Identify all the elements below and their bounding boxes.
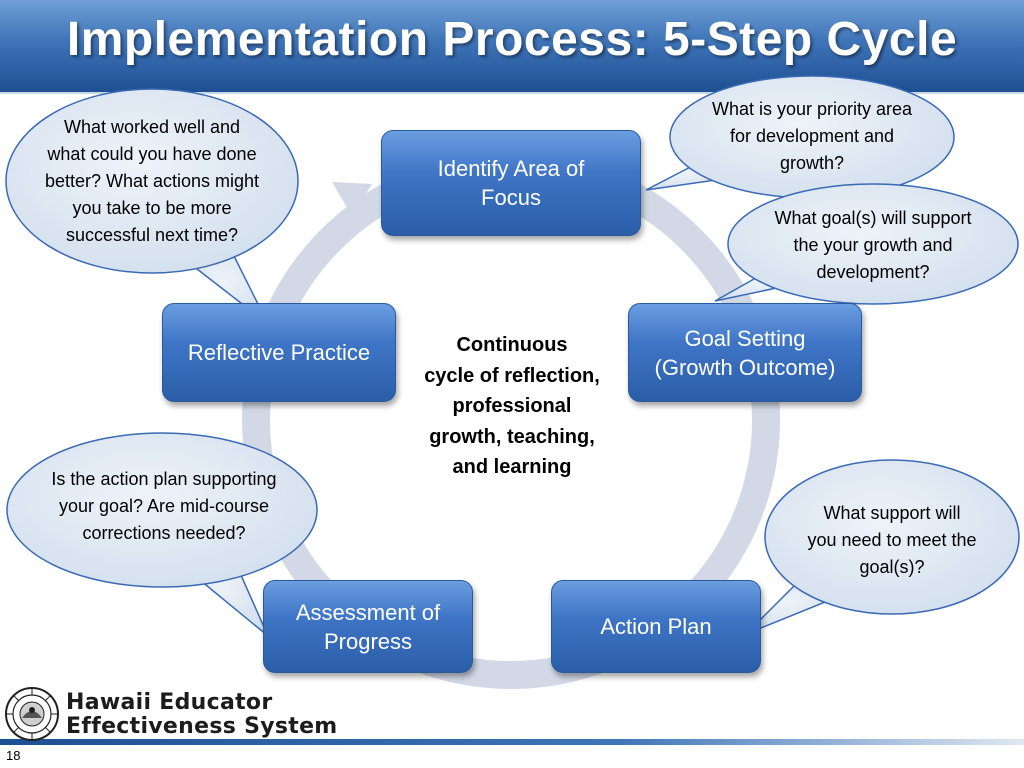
bubble-line: Is the action plan supporting [51,469,277,489]
bubble-goals [714,183,1019,305]
center-caption: Continuous cycle of reflection, professi… [405,330,619,483]
bubble-line: What worked well and [63,117,241,137]
footer-bar [0,739,1024,745]
bubble-line: the your growth and [793,235,953,255]
step-label: Progress [323,628,413,654]
center-line: growth, teaching, [429,425,595,448]
bubble-line: you take to be more [72,198,232,218]
center-line: cycle of reflection, [424,364,600,387]
bubble-line: growth? [779,153,845,173]
bubble-line: goal(s)? [859,557,925,577]
bubble-line: successful next time? [65,225,239,245]
center-line: Continuous [456,334,568,356]
bubble-support-text: What support will you need to meet the g… [782,500,1002,581]
step-identify-area-of-focus: Identify Area of Focus [381,130,641,236]
step-label: Assessment of [295,599,441,625]
bubble-line: corrections needed? [82,523,246,543]
bubble-line: development? [816,262,930,282]
step-label: Action Plan [600,614,712,639]
step-label: Reflective Practice [187,340,371,365]
center-line: and learning [452,456,572,478]
step-label: Goal Setting [684,325,806,351]
bubble-line: your goal? Are mid-course [58,496,270,516]
step-label: Focus [481,185,541,210]
step-action-plan: Action Plan [551,580,761,673]
bubble-line: for development and [729,126,895,146]
bubble-line: What support will [823,503,961,523]
bubble-actionplan [6,432,318,637]
bubble-goals-text: What goal(s) will support the your growt… [743,205,1003,286]
bubble-priority-text: What is your priority area for developme… [682,96,942,177]
bubble-line: better? What actions might [44,171,260,191]
bubble-actionplan-text: Is the action plan supporting your goal?… [16,466,312,547]
bubble-line: what could you have done [47,144,257,164]
doe-seal-icon [5,687,59,741]
bubble-support [745,459,1020,635]
bubble-priority [645,75,955,199]
step-assessment-of-progress: Assessment of Progress [263,580,473,673]
title-bar: Implementation Process: 5-Step Cycle [0,0,1024,94]
bubble-line: What is your priority area [711,99,913,119]
bubble-line: What goal(s) will support [774,208,972,228]
step-label: Identify Area of [437,156,585,181]
center-line: professional [452,395,572,417]
cycle-arrowhead [332,182,372,216]
slide-title: Implementation Process: 5-Step Cycle [66,13,958,66]
step-reflective-practice: Reflective Practice [162,303,396,402]
bubble-line: you need to meet the [807,530,977,550]
page-number: 18 [6,748,21,763]
bubble-reflect-text: What worked well and what could you have… [12,114,292,249]
step-goal-setting: Goal Setting (Growth Outcome) [628,303,862,402]
step-label: (Growth Outcome) [654,354,836,380]
brand-line-2: Effectiveness System [66,714,338,739]
bubble-reflect [5,88,299,325]
brand-line-1: Hawaii Educator [66,690,273,715]
